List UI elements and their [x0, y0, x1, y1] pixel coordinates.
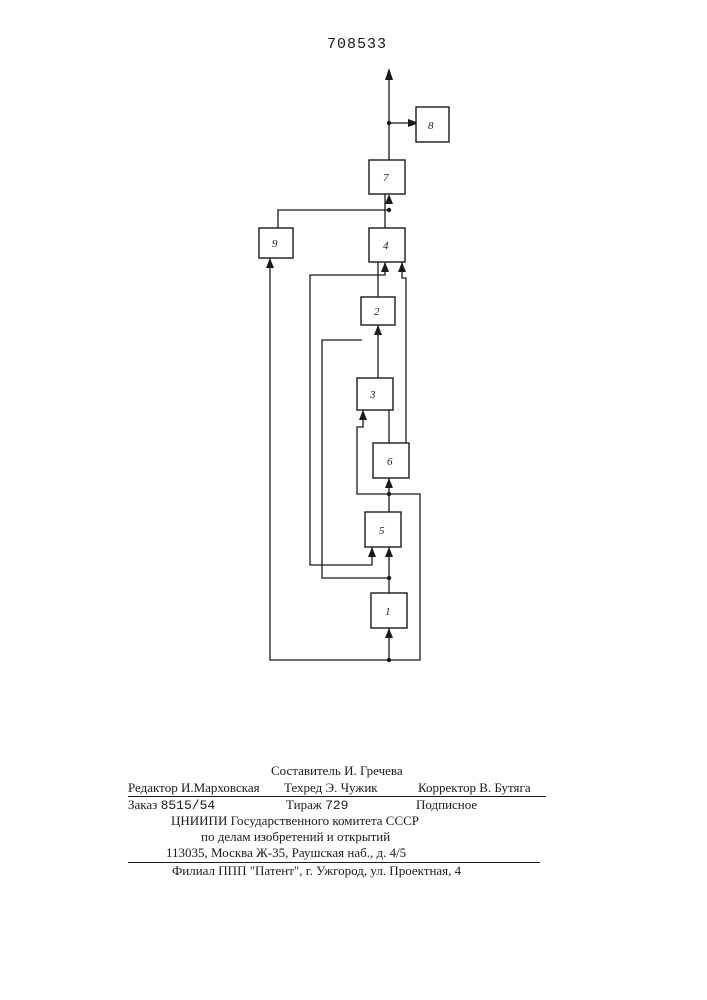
order-label: Заказ	[128, 797, 157, 812]
org-line-1: ЦНИИПИ Государственного комитета СССР	[171, 813, 419, 829]
block-1-label: 1	[385, 606, 391, 618]
block-1: 1	[371, 593, 407, 628]
block-8: 8	[416, 107, 449, 142]
tirage-label: Тираж	[286, 797, 322, 812]
org-line-2: по делам изобретений и открытий	[201, 829, 390, 845]
branch-line: Филиал ППП "Патент", г. Ужгород, ул. Про…	[172, 863, 461, 879]
block-7: 7	[369, 160, 405, 194]
block-4-label: 4	[383, 240, 389, 252]
order-value: 8515/54	[161, 798, 216, 813]
compiler-line: Составитель И. Гречева	[271, 763, 403, 779]
address-line: 113035, Москва Ж-35, Раушская наб., д. 4…	[166, 845, 406, 861]
block-4: 4	[369, 228, 405, 262]
block-diagram: 8 7 9 4 2 3 6 5 1	[0, 0, 707, 720]
block-2-label: 2	[374, 306, 380, 318]
block-9-label: 9	[272, 238, 278, 250]
block-8-label: 8	[428, 120, 434, 132]
block-5-label: 5	[379, 525, 385, 537]
tirage-line: Тираж 729	[286, 797, 348, 813]
block-2: 2	[361, 297, 395, 325]
block-3-label: 3	[369, 389, 376, 401]
editor-line: Редактор И.Марховская	[128, 780, 260, 796]
block-6-label: 6	[387, 456, 393, 468]
corrector-line: Корректор В. Бутяга	[418, 780, 531, 796]
order-line: Заказ 8515/54	[128, 797, 215, 813]
block-9: 9	[259, 228, 293, 258]
block-5: 5	[365, 512, 401, 547]
block-3: 3	[357, 378, 393, 410]
subscription-line: Подписное	[416, 797, 477, 813]
techred-line: Техред Э. Чужик	[284, 780, 378, 796]
arrowheads	[266, 68, 419, 638]
block-6: 6	[373, 443, 409, 478]
tirage-value: 729	[325, 798, 348, 813]
block-7-label: 7	[383, 172, 389, 184]
